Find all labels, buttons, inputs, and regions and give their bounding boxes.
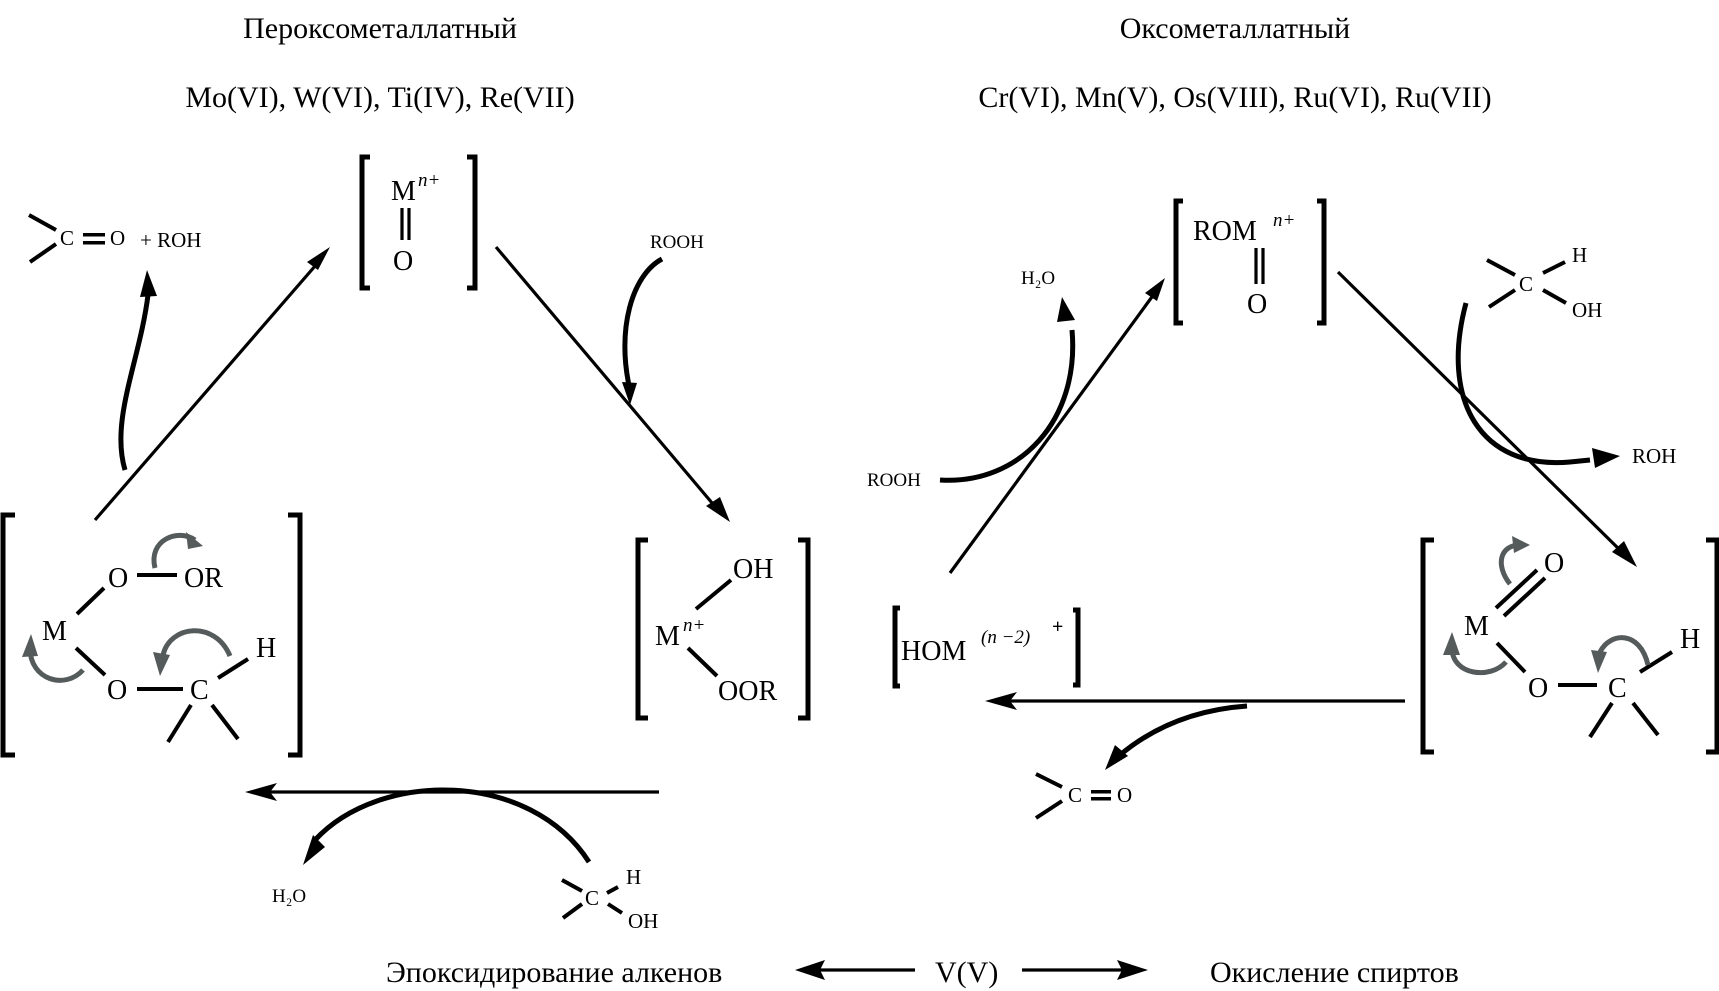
svg-text:HOM: HOM (901, 636, 966, 667)
svg-text:O: O (1117, 783, 1132, 807)
svg-text:H: H (1572, 243, 1587, 267)
water-label: H₂O (1021, 268, 1055, 289)
svg-text:n+: n+ (1273, 210, 1295, 231)
bracket-right (467, 154, 478, 291)
electron-arrow (1597, 635, 1651, 666)
vanadium-label: V(V) (935, 956, 998, 989)
left-right-complex: OH M n+ OOR (635, 537, 811, 721)
metal-label: M (391, 176, 416, 207)
svg-text:O: O (1528, 673, 1548, 704)
svg-text:O: O (1544, 548, 1564, 579)
svg-text:OH: OH (733, 554, 773, 585)
cycle-arrow-down (494, 245, 720, 512)
electron-arrow (27, 647, 85, 683)
svg-text:(n −2): (n −2) (981, 627, 1030, 648)
svg-text:ROM: ROM (1193, 216, 1257, 247)
cycle-arrow-up (93, 256, 324, 522)
right-cycle-title: Оксометаллатный (1120, 12, 1350, 45)
svg-text:n+: n+ (683, 615, 705, 636)
electron-arrow (160, 628, 233, 658)
svg-text:OR: OR (184, 563, 223, 594)
right-left-complex: HOM (n −2) + (892, 605, 1081, 689)
left-side-complex: M O OR O C H (0, 512, 303, 758)
roh-label: ROH (1632, 444, 1676, 468)
charge-label: n+ (418, 170, 440, 191)
oxometallate-cycle: Оксометаллатный Cr(VI), Mn(V), Os(VIII),… (867, 12, 1719, 820)
water-label: H₂O (272, 886, 306, 907)
svg-text:O: O (107, 675, 127, 706)
rooh-label: ROOH (650, 232, 704, 253)
rooh-curved-arrow (622, 256, 664, 391)
oxo-label: O (393, 246, 413, 277)
svg-text:O: O (1247, 289, 1267, 320)
right-top-complex: ROM n+ O (1173, 198, 1327, 326)
svg-text:O: O (108, 563, 128, 594)
svg-text:O: O (110, 226, 125, 250)
bracket-left (359, 154, 370, 291)
arrow-head (706, 497, 730, 522)
svg-text:C: C (1519, 272, 1533, 296)
arrow-head (307, 247, 330, 270)
left-cycle-metals: Mo(VI), W(VI), Ti(IV), Re(VII) (185, 81, 574, 114)
svg-text:M: M (42, 616, 67, 647)
svg-text:M: M (1464, 611, 1489, 642)
right-product-carbonyl: C O (1034, 772, 1132, 820)
alcohol-curved-arrow (313, 787, 592, 864)
svg-text:H: H (1680, 624, 1700, 655)
electron-arrow (1449, 647, 1508, 676)
plus-roh: + ROH (140, 228, 201, 252)
svg-text:C: C (585, 886, 599, 910)
epoxidation-label: Эпоксидирование алкенов (386, 956, 722, 989)
svg-text:C: C (1068, 783, 1082, 807)
svg-text:OOR: OOR (718, 676, 777, 707)
right-alcohol-reagent: C H OH (1486, 243, 1602, 322)
left-top-complex: M n+ O (359, 154, 478, 291)
left-cycle-title: Пероксометаллатный (243, 12, 517, 45)
alcohol-oxidation-label: Окисление спиртов (1210, 956, 1459, 989)
product-curved-arrow (118, 294, 151, 471)
svg-text:C: C (1608, 673, 1627, 704)
left-alcohol-reagent: C H OH (561, 865, 658, 933)
svg-text:OH: OH (628, 909, 658, 933)
svg-text:H: H (256, 633, 276, 664)
right-side-complex: M O O C H (1420, 536, 1719, 755)
footer: Эпоксидирование алкенов V(V) Окисление с… (386, 956, 1459, 989)
svg-text:H: H (626, 865, 641, 889)
alcohol-curved-arrow (1455, 302, 1591, 466)
left-product-carbonyl: C O + ROH (28, 213, 201, 264)
right-cycle-metals: Cr(VI), Mn(V), Os(VIII), Ru(VI), Ru(VII) (978, 81, 1491, 114)
rooh-curved-arrow (939, 329, 1076, 483)
svg-text:C: C (190, 675, 209, 706)
carbonyl-curved-arrow (1118, 703, 1248, 757)
svg-text:C: C (60, 226, 74, 250)
cycle-arrow-down (1336, 270, 1629, 559)
svg-text:+: + (1052, 616, 1063, 638)
svg-text:OH: OH (1572, 298, 1602, 322)
svg-text:M: M (655, 621, 680, 652)
peroxometallate-cycle: Пероксометаллатный Mo(VI), W(VI), Ti(IV)… (0, 12, 811, 933)
cycle-arrow-up (948, 289, 1159, 574)
rooh-label: ROOH (867, 470, 921, 491)
